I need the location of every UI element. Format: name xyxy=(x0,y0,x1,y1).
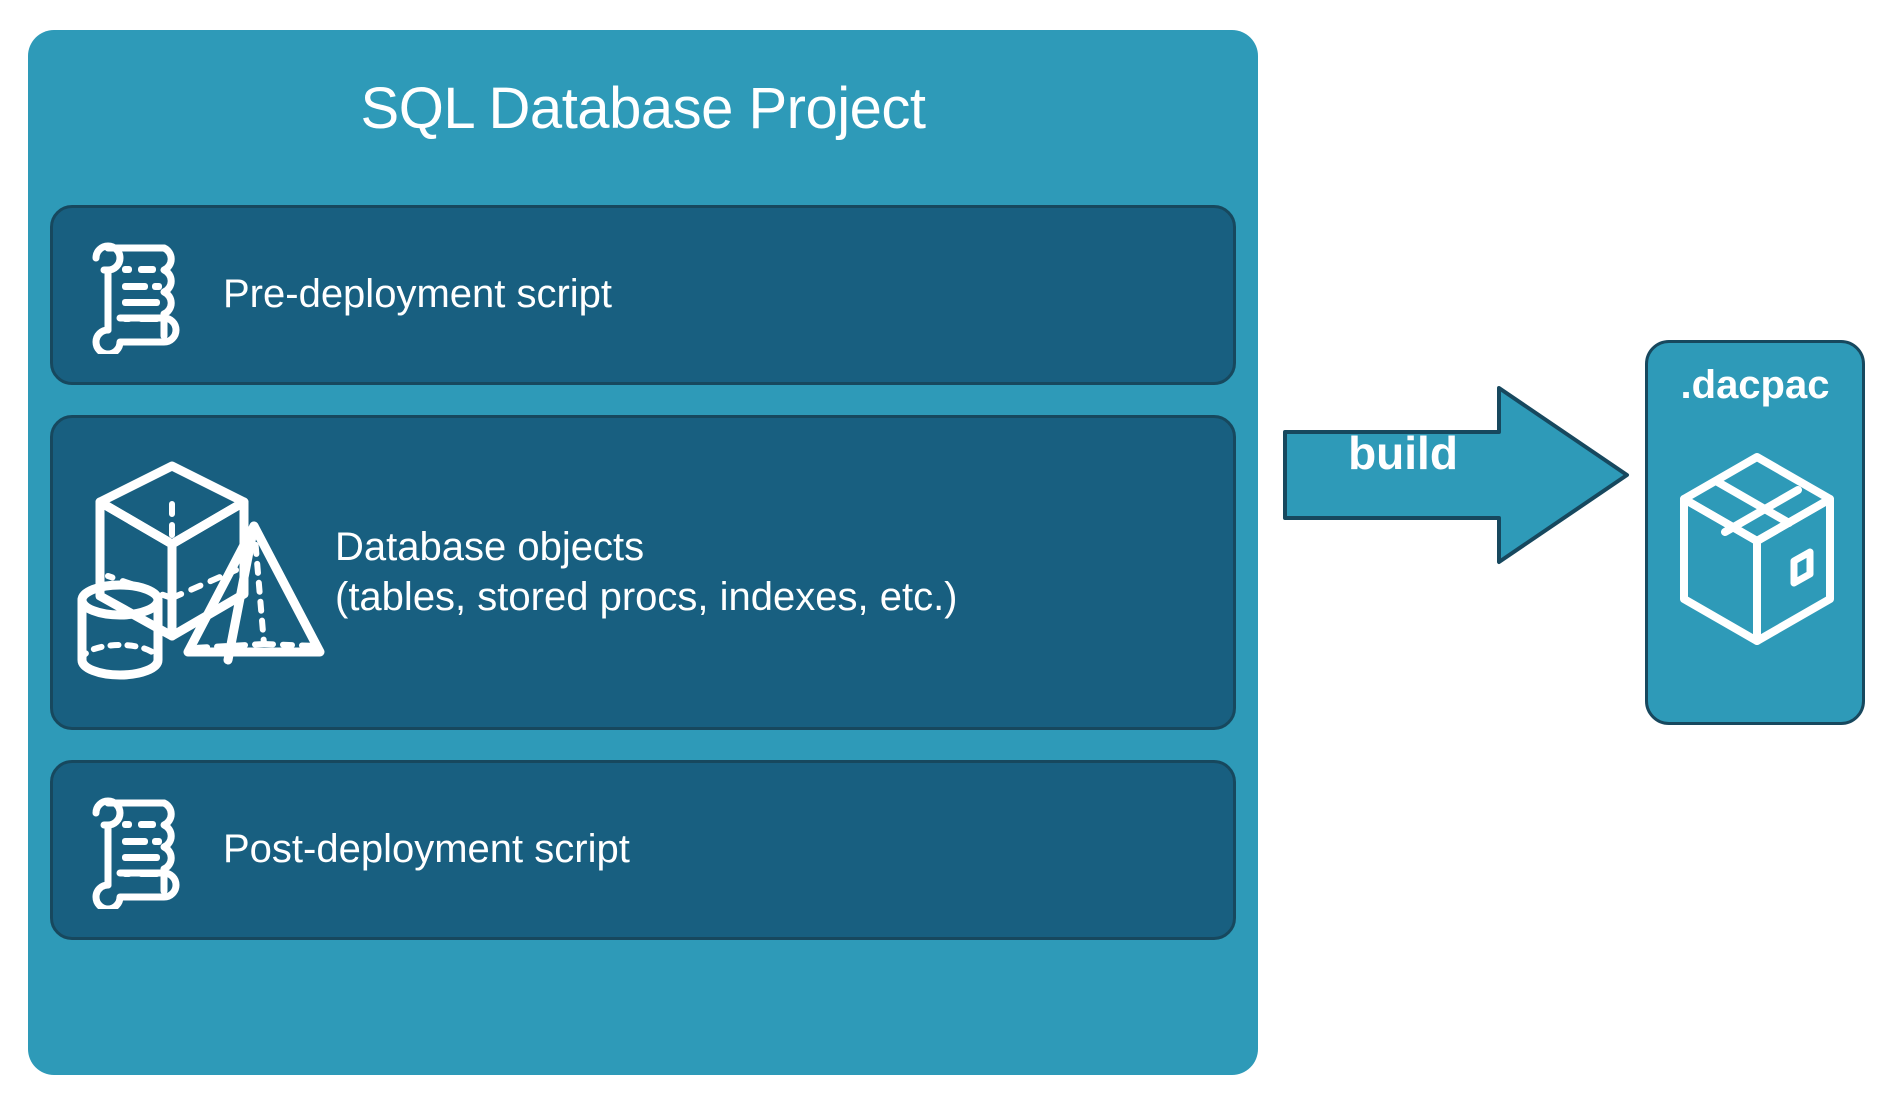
page-title: SQL Database Project xyxy=(360,76,926,141)
right-arrow-icon xyxy=(1283,380,1633,570)
sql-database-project-container: SQL Database Project xyxy=(28,30,1258,1075)
scroll-icon xyxy=(53,236,223,354)
3d-shapes-icon xyxy=(53,448,343,698)
card-post-deployment-script[interactable]: Post-deployment script xyxy=(50,760,1236,940)
card-label: Database objects (tables, stored procs, … xyxy=(335,524,958,619)
scroll-icon xyxy=(53,791,223,909)
card-database-objects[interactable]: Database objects (tables, stored procs, … xyxy=(50,415,1236,730)
package-box-icon xyxy=(1676,433,1838,668)
dacpac-title: .dacpac xyxy=(1680,363,1830,407)
dacpac-output-container: .dacpac xyxy=(1645,340,1865,725)
card-pre-deployment-script[interactable]: Pre-deployment script xyxy=(50,205,1236,385)
card-label: Post-deployment script xyxy=(223,827,630,872)
card-label: Pre-deployment script xyxy=(223,272,613,317)
